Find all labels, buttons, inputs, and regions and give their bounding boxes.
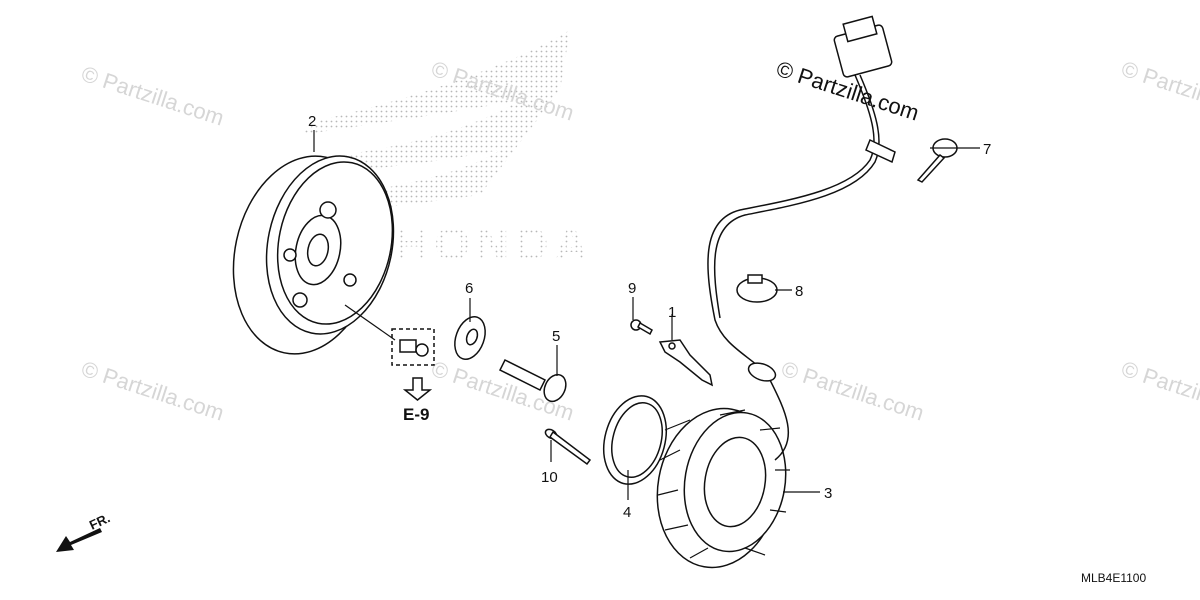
flange-bolt-part [498, 358, 567, 403]
front-direction-indicator: FR. [56, 510, 112, 552]
callout-2: 2 [308, 113, 316, 130]
callout-5: 5 [552, 328, 560, 345]
callout-6: 6 [465, 280, 473, 297]
stator-part [656, 407, 790, 569]
leader-lines [313, 130, 980, 500]
small-bolt-part [630, 319, 653, 336]
watermark-6: © Partzilla.com [778, 356, 927, 426]
flywheel-rotor-part [232, 155, 395, 355]
honda-logo-text: HONDA [395, 218, 594, 270]
callout-3: 3 [824, 485, 832, 502]
clamp-plate-part [658, 339, 714, 387]
callout-7: 7 [983, 141, 991, 158]
arrow-left-icon [56, 528, 102, 552]
diagram-code: MLB4E1100 [1081, 571, 1146, 585]
callout-10: 10 [541, 469, 558, 486]
watermark-7: © Partzilla.com [1118, 356, 1200, 426]
gasket-part [603, 395, 667, 485]
washer-part [454, 316, 486, 360]
callout-8: 8 [795, 283, 803, 300]
watermark-4: © Partzilla.com [78, 356, 227, 426]
wire-harness-part [707, 15, 896, 461]
watermark-1: © Partzilla.com [78, 61, 227, 131]
callout-9: 9 [628, 280, 636, 297]
watermark-3: © Partzilla.com [1118, 56, 1200, 126]
band-clamp-part [736, 274, 778, 303]
callout-1: 1 [668, 304, 676, 321]
front-direction-label: FR. [87, 510, 112, 532]
long-bolt-part [544, 428, 592, 466]
callout-labels: 1 2 3 4 5 6 7 8 9 10 [308, 113, 991, 521]
callout-4: 4 [623, 504, 631, 521]
reference-label[interactable]: E-9 [403, 405, 429, 424]
flywheel-bolt-part [391, 328, 435, 401]
cable-tie-part [916, 138, 958, 183]
